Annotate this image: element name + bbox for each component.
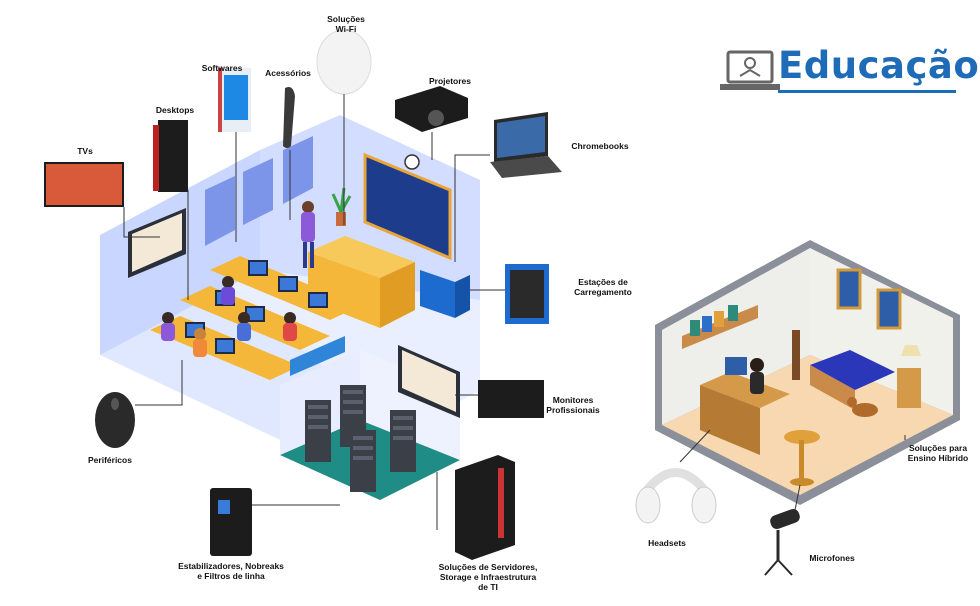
label-monitores: Monitores Profissionais xyxy=(546,395,600,415)
laptop-book-icon xyxy=(720,50,780,90)
label-hibrido: Soluções para Ensino Híbrido xyxy=(907,443,969,463)
label-softwares: Softwares xyxy=(201,63,243,73)
label-microfones: Microfones xyxy=(809,553,855,563)
headset-icon xyxy=(635,429,717,524)
label-servidores: Soluções de Servidores, Storage e Infrae… xyxy=(438,562,538,592)
desktop-tower-icon xyxy=(153,120,189,300)
server-room xyxy=(280,336,460,500)
label-desktops: Desktops xyxy=(155,105,195,115)
software-box-icon xyxy=(218,68,251,242)
server-rack-icon xyxy=(436,455,515,560)
label-acessorios: Acessórios xyxy=(265,68,311,78)
projector-icon xyxy=(395,86,468,160)
label-perifericos: Periféricos xyxy=(88,455,132,465)
mouse-icon xyxy=(95,360,183,448)
ups-icon xyxy=(210,488,340,556)
label-headsets: Headsets xyxy=(648,538,686,548)
microphone-icon xyxy=(764,484,801,576)
label-chromebooks: Chromebooks xyxy=(571,141,629,151)
label-estabilizadores: Estabilizadores, Nobreaks e Filtros de l… xyxy=(178,561,284,581)
label-wifi: Soluções Wi-Fi xyxy=(327,14,365,34)
chromebook-icon xyxy=(454,112,562,262)
label-estacoes: Estações de Carregamento xyxy=(574,277,632,297)
brand-title: Educação xyxy=(778,44,980,87)
brand-underline xyxy=(778,90,956,93)
charging-cart-icon xyxy=(470,264,549,324)
brand: Educação xyxy=(720,42,979,98)
label-projetores: Projetores xyxy=(428,76,472,86)
hybrid-room xyxy=(655,240,960,505)
wifi-access-point-icon xyxy=(316,29,372,225)
presenter-remote-icon xyxy=(283,87,295,220)
monitor-icon xyxy=(455,380,544,418)
label-tvs: TVs xyxy=(77,146,93,156)
tv-icon xyxy=(44,162,160,238)
